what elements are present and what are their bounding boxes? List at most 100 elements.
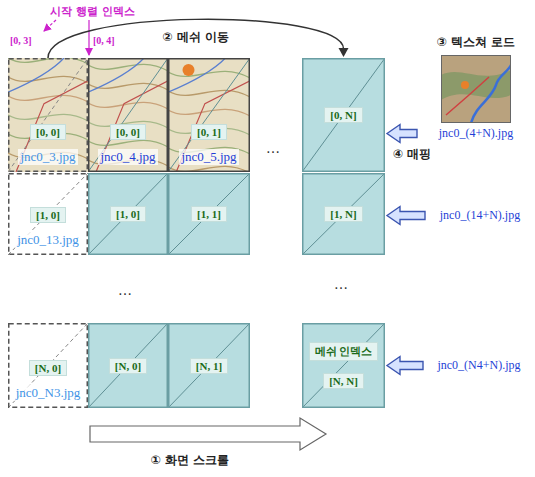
- start-index: [0, 4]: [93, 35, 115, 46]
- tile-content: [N, 1]: [168, 323, 250, 408]
- mesh-tile: [0, 1]jnc0_5.jpg: [168, 58, 250, 172]
- leader-line: [88, 20, 89, 55]
- index-label: [0, N]: [324, 107, 362, 123]
- tile-fill: [302, 173, 385, 255]
- map-ground: [168, 58, 250, 172]
- road-line: [446, 77, 489, 115]
- tile-content: [1, 0]: [88, 173, 168, 255]
- index-label: [1, N]: [324, 206, 362, 222]
- tile-diagonal: [8, 173, 88, 255]
- tile-border: [9, 59, 88, 172]
- index-label: [1, 0]: [30, 207, 66, 223]
- tile-content: [N, 0]: [88, 323, 168, 408]
- mesh-tile: 메쉬 인덱스[N, N]: [302, 323, 385, 408]
- tile-content: [1, N]: [302, 173, 385, 255]
- start-index: [0, 3]: [10, 35, 32, 46]
- tile-content: [0, 1]jnc0_5.jpg: [168, 58, 250, 172]
- map-ground: [8, 58, 88, 172]
- step-label: ① 화면 스크롤: [151, 452, 230, 469]
- mesh-tile: [0, N]: [302, 58, 385, 172]
- tile-content: [0, 0]jnc0_4.jpg: [88, 58, 168, 172]
- ellipsis: …: [266, 140, 280, 156]
- scroll-arrow: [90, 418, 326, 450]
- contour-line: [168, 90, 250, 97]
- leader-line: [44, 20, 56, 31]
- tile-content: [1, 1]: [168, 173, 250, 255]
- tile-border: [9, 324, 88, 408]
- river-line: [471, 65, 511, 123]
- index-label: [0, 0]: [110, 124, 146, 140]
- file-name: jnc0_(4+N).jpg: [437, 126, 515, 141]
- tile-diagonal: [302, 323, 385, 408]
- tile-border: [169, 174, 250, 255]
- tile-border: [303, 324, 385, 408]
- tile-diagonal: [168, 323, 250, 408]
- mesh-tile: [N, 1]: [168, 323, 250, 408]
- file-name: jnc0_(14+N).jpg: [438, 208, 522, 223]
- index-label: [1, 0]: [110, 206, 146, 222]
- file-name: jnc0_3.jpg: [18, 149, 77, 165]
- tile-diagonal: [88, 323, 168, 408]
- terrain-patch: [441, 70, 511, 100]
- edge-label: ② 메쉬 이동: [160, 29, 231, 46]
- texture-label: jnc0_(N4+N).jpg: [426, 358, 532, 373]
- connector: [48, 19, 349, 58]
- arrow-head: [339, 48, 349, 57]
- tile-diagonal: [302, 173, 385, 255]
- tile-border: [89, 174, 168, 255]
- tile-diagonal: [8, 323, 88, 408]
- mapping-arrow: [387, 207, 425, 225]
- road-line: [176, 81, 250, 172]
- tile-diagonal: [302, 58, 385, 172]
- tile-diagonal: [168, 173, 250, 255]
- index-label: [0, 1]: [191, 124, 227, 140]
- tile-content: [0, 0]jnc0_3.jpg: [8, 58, 88, 172]
- connector: [387, 357, 423, 375]
- step-heading: ③ 텍스쳐 로드: [437, 34, 516, 51]
- mesh-tile: [1, 1]: [168, 173, 250, 255]
- marker-dot: [183, 64, 195, 76]
- tile-diagonal: [88, 58, 168, 172]
- tile-fill: [302, 58, 385, 172]
- map-ground: [88, 58, 168, 172]
- index-label: [N, 0]: [29, 360, 67, 376]
- river-line: [168, 58, 225, 92]
- tile-content: 메쉬 인덱스[N, N]: [302, 323, 385, 408]
- index-label: [1, 1]: [191, 206, 227, 222]
- tile-fill: [8, 173, 88, 255]
- tile-border: [169, 59, 250, 172]
- tile-border: [89, 324, 168, 408]
- tile-border: [303, 59, 385, 172]
- tile-content: [0, N]: [302, 58, 385, 172]
- mesh-tile: [1, N]: [302, 173, 385, 255]
- road-line: [96, 81, 168, 172]
- mapping-arrow: [387, 125, 417, 143]
- mapping-arrow: [387, 357, 423, 375]
- texture-label: ③ 텍스쳐 로드 jnc0_(4+N).jpg: [420, 34, 532, 141]
- mesh-tile: [1, 0]jnc0_13.jpg: [8, 173, 88, 255]
- contour-line: [88, 64, 168, 71]
- road-line: [16, 81, 88, 172]
- connector: [387, 125, 417, 143]
- texture-label: jnc0_(14+N).jpg: [428, 208, 532, 223]
- index-label: [N, 0]: [109, 358, 147, 374]
- tile-art: [302, 323, 385, 408]
- texture-ground: [441, 55, 511, 123]
- index-label: [N, N]: [323, 373, 364, 389]
- mesh-tile: [N, 0]: [88, 323, 168, 408]
- tile-fill: [88, 323, 168, 408]
- river-line: [88, 58, 144, 92]
- tile-border: [89, 59, 168, 172]
- index-label: [N, 1]: [190, 358, 228, 374]
- tile-diagonal: [88, 173, 168, 255]
- file-name: jnc0_N3.jpg: [14, 385, 83, 401]
- tile-fill: [302, 323, 385, 408]
- river-line: [8, 58, 64, 92]
- marker-dot: [461, 81, 469, 89]
- contour-line: [88, 140, 168, 147]
- tile-border: [169, 324, 250, 408]
- ellipsis: …: [334, 276, 348, 292]
- move-arc: [48, 19, 344, 58]
- tile-fill: [168, 323, 250, 408]
- tile-diagonal: [168, 58, 250, 172]
